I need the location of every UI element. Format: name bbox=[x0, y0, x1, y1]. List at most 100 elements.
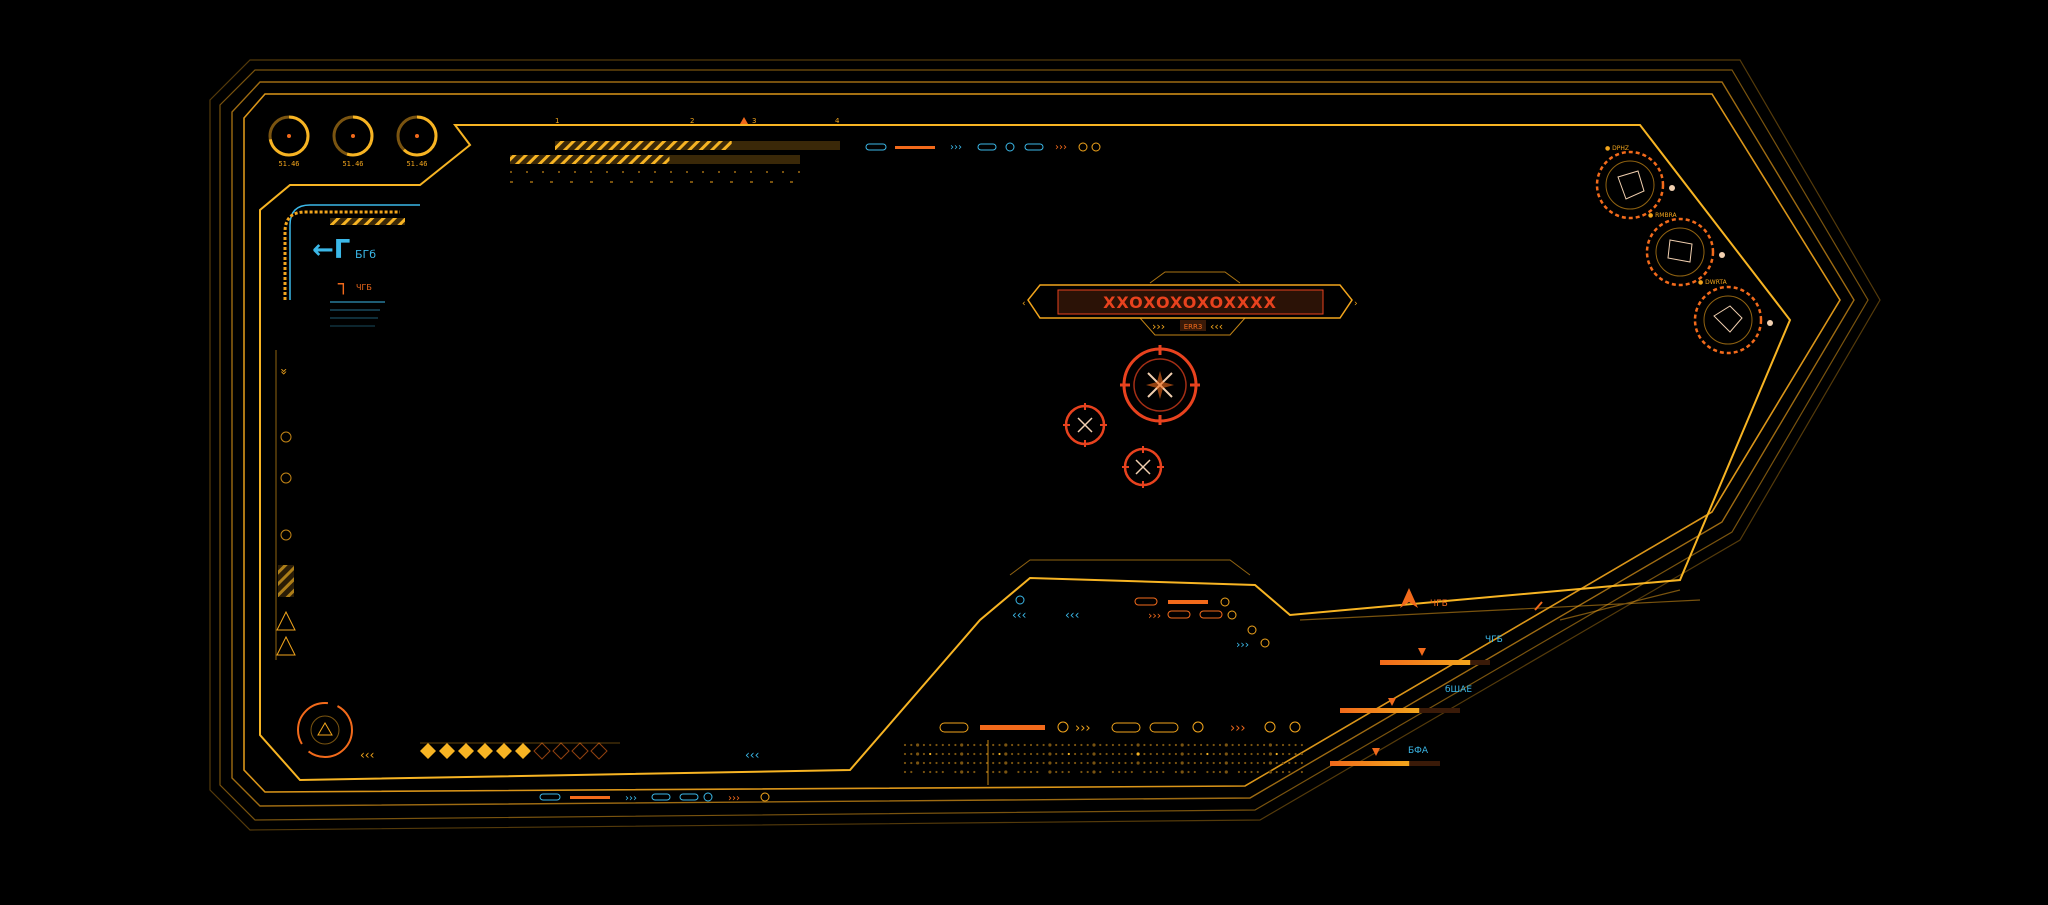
primary-label: БГб bbox=[355, 248, 376, 261]
matrix-dot bbox=[1092, 743, 1096, 747]
matrix-dot bbox=[1080, 743, 1083, 747]
radar-icon bbox=[1645, 217, 1715, 287]
matrix-dot bbox=[1136, 743, 1140, 747]
bottom-pill-3[interactable] bbox=[679, 793, 699, 801]
matrix-dot bbox=[903, 752, 907, 756]
banner-sub-box bbox=[1180, 320, 1206, 331]
lower-pill-3[interactable] bbox=[1199, 610, 1223, 619]
matrix-dot bbox=[1250, 752, 1253, 756]
strip-dot-2[interactable] bbox=[1078, 142, 1088, 152]
strip-pill-3[interactable] bbox=[1024, 143, 1044, 151]
ruler-mark-4: 4 bbox=[835, 117, 840, 125]
secondary-label: ЧГБ bbox=[356, 283, 372, 292]
lower-control-strip: ››› ››› bbox=[939, 721, 1301, 736]
status-row-2-marker bbox=[1388, 698, 1396, 706]
matrix-dot bbox=[985, 752, 989, 756]
radar-panel-2[interactable] bbox=[1645, 217, 1725, 287]
matrix-dot bbox=[1048, 770, 1052, 774]
matrix-dot bbox=[1048, 752, 1052, 756]
matrix-dot bbox=[1281, 770, 1285, 774]
matrix-dot bbox=[1256, 752, 1259, 756]
matrix-dot bbox=[1155, 752, 1159, 756]
matrix-dot bbox=[1174, 743, 1177, 747]
lower-strip-bar bbox=[980, 725, 1045, 730]
lower-strip-dot-2[interactable] bbox=[1192, 721, 1204, 733]
lower-strip-pill-2[interactable] bbox=[1111, 722, 1141, 733]
lower-node-5[interactable] bbox=[1260, 638, 1270, 648]
matrix-dot bbox=[1080, 761, 1083, 765]
matrix-dot bbox=[1231, 761, 1234, 765]
matrix-dot bbox=[1023, 743, 1026, 747]
lower-node-3[interactable] bbox=[1227, 610, 1237, 620]
chevron-right-icon: ››› bbox=[950, 142, 962, 153]
radar-panel-3[interactable] bbox=[1693, 285, 1773, 355]
bottom-pill-1[interactable] bbox=[539, 793, 561, 801]
matrix-dot bbox=[1256, 743, 1259, 747]
matrix-dot bbox=[973, 761, 976, 765]
matrix-dot bbox=[1124, 752, 1127, 756]
matrix-dot bbox=[1193, 743, 1196, 747]
matrix-dot bbox=[916, 761, 920, 765]
left-node-3[interactable] bbox=[280, 529, 292, 541]
matrix-dot bbox=[1268, 770, 1272, 774]
bottom-dot-1[interactable] bbox=[703, 792, 713, 802]
radar-panel-1[interactable] bbox=[1595, 150, 1675, 220]
strip-pill-1[interactable] bbox=[865, 143, 887, 151]
matrix-dot bbox=[1061, 761, 1064, 765]
radar-icon bbox=[297, 702, 353, 758]
lower-node-2[interactable] bbox=[1220, 597, 1230, 607]
radar-panel-1-ring bbox=[1605, 160, 1655, 210]
lower-strip-dot-3[interactable] bbox=[1264, 721, 1276, 733]
matrix-dot bbox=[1288, 743, 1291, 747]
matrix-dot bbox=[1180, 770, 1184, 774]
matrix-dot bbox=[979, 752, 982, 756]
lower-pill-1[interactable] bbox=[1134, 597, 1158, 606]
gauge-group: 51.46 51.46 51.46 bbox=[268, 115, 438, 168]
lower-strip-pill-1[interactable] bbox=[939, 722, 969, 733]
matrix-dot bbox=[992, 761, 995, 765]
strip-dot-3[interactable] bbox=[1091, 142, 1101, 152]
matrix-dot bbox=[1244, 743, 1247, 747]
chevron-right-icon: ››› bbox=[1075, 721, 1091, 736]
lower-node-1[interactable] bbox=[1015, 595, 1025, 605]
reticle-medium[interactable] bbox=[1063, 403, 1107, 447]
matrix-dot bbox=[1162, 743, 1165, 747]
lower-strip-dot-4[interactable] bbox=[1289, 721, 1301, 733]
lower-node-4[interactable] bbox=[1247, 625, 1257, 635]
status-row-2-fill bbox=[1340, 708, 1420, 713]
left-node-1[interactable] bbox=[280, 431, 292, 443]
matrix-dot bbox=[922, 743, 926, 747]
reticle-small[interactable] bbox=[1122, 446, 1164, 488]
matrix-dot bbox=[1149, 752, 1152, 756]
matrix-dot bbox=[992, 743, 995, 747]
matrix-dot bbox=[1155, 743, 1159, 747]
matrix-dot bbox=[960, 770, 964, 774]
chevron-left-icon: ‹‹‹ bbox=[745, 748, 759, 762]
bottom-pill-2[interactable] bbox=[651, 793, 671, 801]
reticle-medium-ticks bbox=[1063, 403, 1107, 447]
left-corner-bracket-gold bbox=[283, 210, 400, 300]
matrix-dot bbox=[1067, 761, 1070, 765]
alert-triangle-icon bbox=[1400, 588, 1418, 608]
strip-pill-2[interactable] bbox=[977, 143, 997, 151]
matrix-dot bbox=[1124, 743, 1127, 747]
matrix-dot bbox=[910, 770, 913, 774]
lower-pill-2[interactable] bbox=[1167, 610, 1191, 619]
strip-dot-1[interactable] bbox=[1005, 142, 1015, 152]
matrix-dot bbox=[1250, 770, 1253, 774]
chevron-right-icon: ››› bbox=[625, 793, 637, 804]
matrix-dot bbox=[1118, 752, 1121, 756]
reticle-large[interactable] bbox=[1120, 345, 1200, 425]
matrix-dot bbox=[1237, 770, 1240, 774]
gauge-1-center bbox=[287, 134, 291, 138]
hexagon-frame-icon bbox=[1027, 284, 1353, 319]
left-node-2[interactable] bbox=[280, 472, 292, 484]
matrix-dot bbox=[1111, 770, 1114, 774]
lower-strip-pill-3[interactable] bbox=[1149, 722, 1179, 733]
lower-strip-dot-1[interactable] bbox=[1057, 721, 1069, 733]
matrix-dot bbox=[1268, 752, 1272, 756]
status-row-2-label: бШАЕ bbox=[1445, 685, 1472, 695]
matrix-dot bbox=[1143, 752, 1146, 756]
bottom-dot-2[interactable] bbox=[760, 792, 770, 802]
